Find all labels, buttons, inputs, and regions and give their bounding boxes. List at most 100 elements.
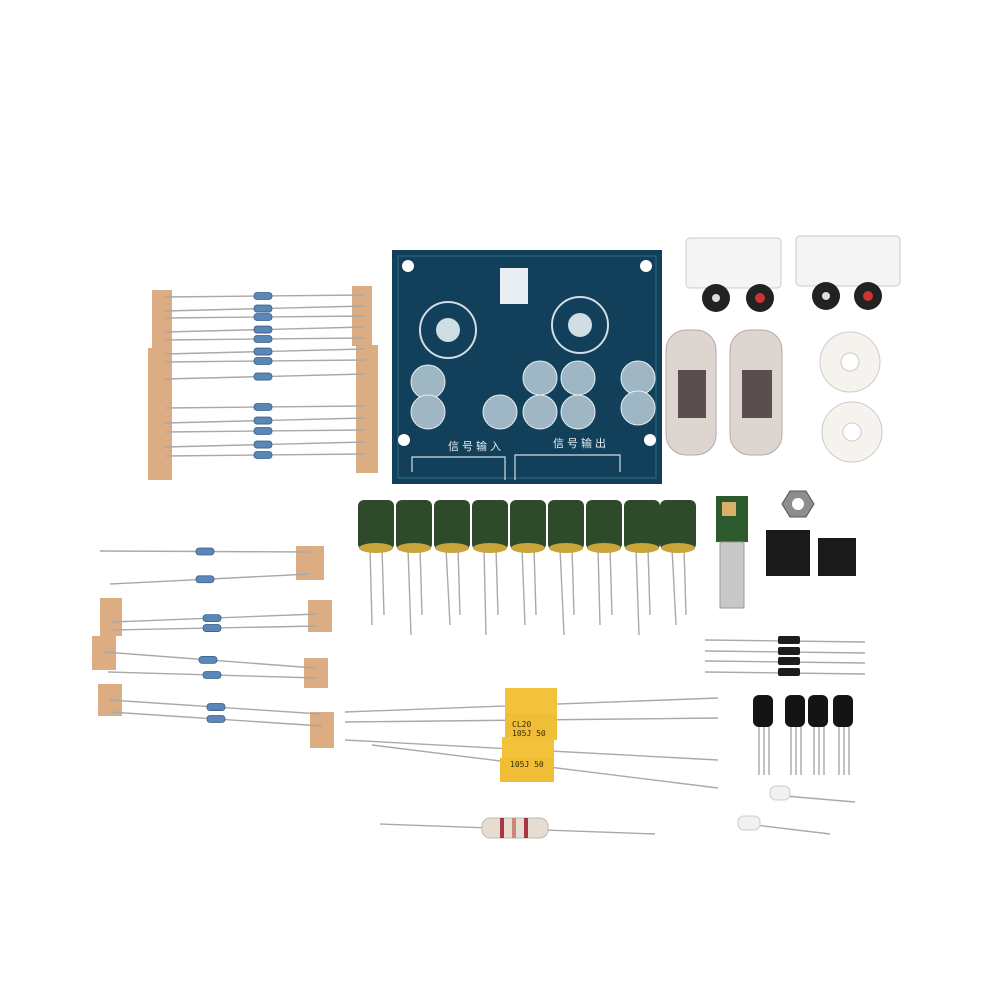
resistor-body [253, 416, 273, 425]
dc-jack [766, 530, 810, 576]
electrolytic-capacitor [586, 500, 622, 626]
resistor-body [253, 325, 273, 334]
cap-footprint [560, 394, 596, 430]
pcb-input-label: 信号输入 [448, 439, 504, 453]
diode [704, 657, 866, 665]
cap-footprint [482, 394, 518, 430]
capacitor-lead [647, 547, 651, 616]
resistor-body [253, 347, 273, 356]
capacitor-body [660, 500, 696, 550]
resistor [164, 357, 366, 365]
diode-body [778, 636, 800, 644]
electrolytic-capacitor [660, 500, 696, 626]
resistor-body [253, 372, 273, 381]
capacitor-lead [407, 547, 412, 636]
diode [704, 636, 866, 644]
resistor-body [202, 624, 222, 632]
tape [356, 345, 378, 473]
resistor [103, 651, 316, 669]
transistor-body [833, 695, 853, 727]
resistor [99, 547, 311, 556]
film-capacitor [505, 688, 557, 716]
resistor-body [253, 335, 273, 343]
tape [152, 290, 172, 348]
capacitor-lead [521, 547, 526, 626]
mounting-hole [402, 260, 414, 272]
resistor [164, 292, 366, 300]
capacitor-lead [683, 547, 687, 616]
pad-block [500, 268, 528, 304]
resistor-body [253, 357, 273, 365]
capacitor-sleeve-end [397, 543, 431, 553]
transistors [753, 695, 853, 775]
electrolytic-capacitor [510, 500, 546, 626]
capacitor-lead [671, 547, 677, 626]
capacitor-body [358, 500, 394, 550]
electrolytic-capacitors [358, 500, 696, 636]
electrolytic-capacitor [472, 500, 508, 636]
film-capacitor [502, 737, 554, 761]
cap-footprint [522, 394, 558, 430]
diode-body [778, 657, 800, 665]
resistor [164, 335, 366, 343]
resistor [109, 711, 323, 727]
resistor [164, 427, 366, 435]
tape [304, 658, 328, 688]
resistor [164, 372, 366, 381]
capacitor-lead [597, 547, 601, 626]
capacitor-lead [635, 547, 640, 636]
diode-body [778, 647, 800, 655]
capacitor-lead [457, 547, 461, 616]
resistor-body [253, 440, 273, 449]
resistor [111, 624, 319, 632]
diodes [704, 636, 866, 676]
transistor-body [753, 695, 773, 727]
transistor-body [808, 695, 828, 727]
cap-footprint [410, 394, 446, 430]
resistor [164, 313, 366, 321]
cap-footprint [620, 360, 656, 396]
capacitor-sleeve-end [587, 543, 621, 553]
capacitor-sleeve-end [435, 543, 469, 553]
rca-jack-pair [685, 237, 782, 312]
capacitor-body [586, 500, 622, 550]
resistor [164, 347, 366, 356]
capacitor-lead [495, 547, 499, 616]
resistor-body [253, 403, 273, 411]
transistor [833, 695, 853, 775]
resistor [107, 671, 319, 679]
resistor-body [195, 547, 215, 556]
resistor [164, 403, 366, 411]
diode [704, 647, 866, 655]
cap-footprint [620, 390, 656, 426]
tube-socket-footprint [419, 301, 477, 359]
capacitor-lead [533, 547, 537, 616]
film-cap-brand: CL20 [512, 720, 531, 729]
cap-footprint [410, 364, 446, 400]
resistor [164, 325, 366, 334]
resistor [111, 613, 319, 623]
electrolytic-capacitor [396, 500, 432, 636]
resistor-body [198, 655, 218, 664]
resistor [164, 304, 366, 313]
resistor-strip-lower-left [92, 546, 334, 748]
resistor [164, 440, 366, 449]
tape [100, 598, 122, 636]
resistor-body [253, 292, 273, 300]
resistor-body [195, 575, 215, 584]
diode-body [778, 668, 800, 676]
capacitor-lead [571, 547, 575, 616]
capacitor-body [396, 500, 432, 550]
diode [704, 668, 866, 676]
tube-socket-footprint [551, 296, 609, 354]
capacitor-lead [419, 547, 423, 616]
rca-jack-pair [795, 235, 901, 310]
capacitor-body [548, 500, 584, 550]
resistor [109, 699, 321, 715]
capacitor-sleeve-end [661, 543, 695, 553]
capacitor-sleeve-end [511, 543, 545, 553]
resistor-body [202, 614, 222, 623]
resistor [109, 573, 311, 585]
tape [310, 712, 334, 748]
transistor [785, 695, 805, 775]
